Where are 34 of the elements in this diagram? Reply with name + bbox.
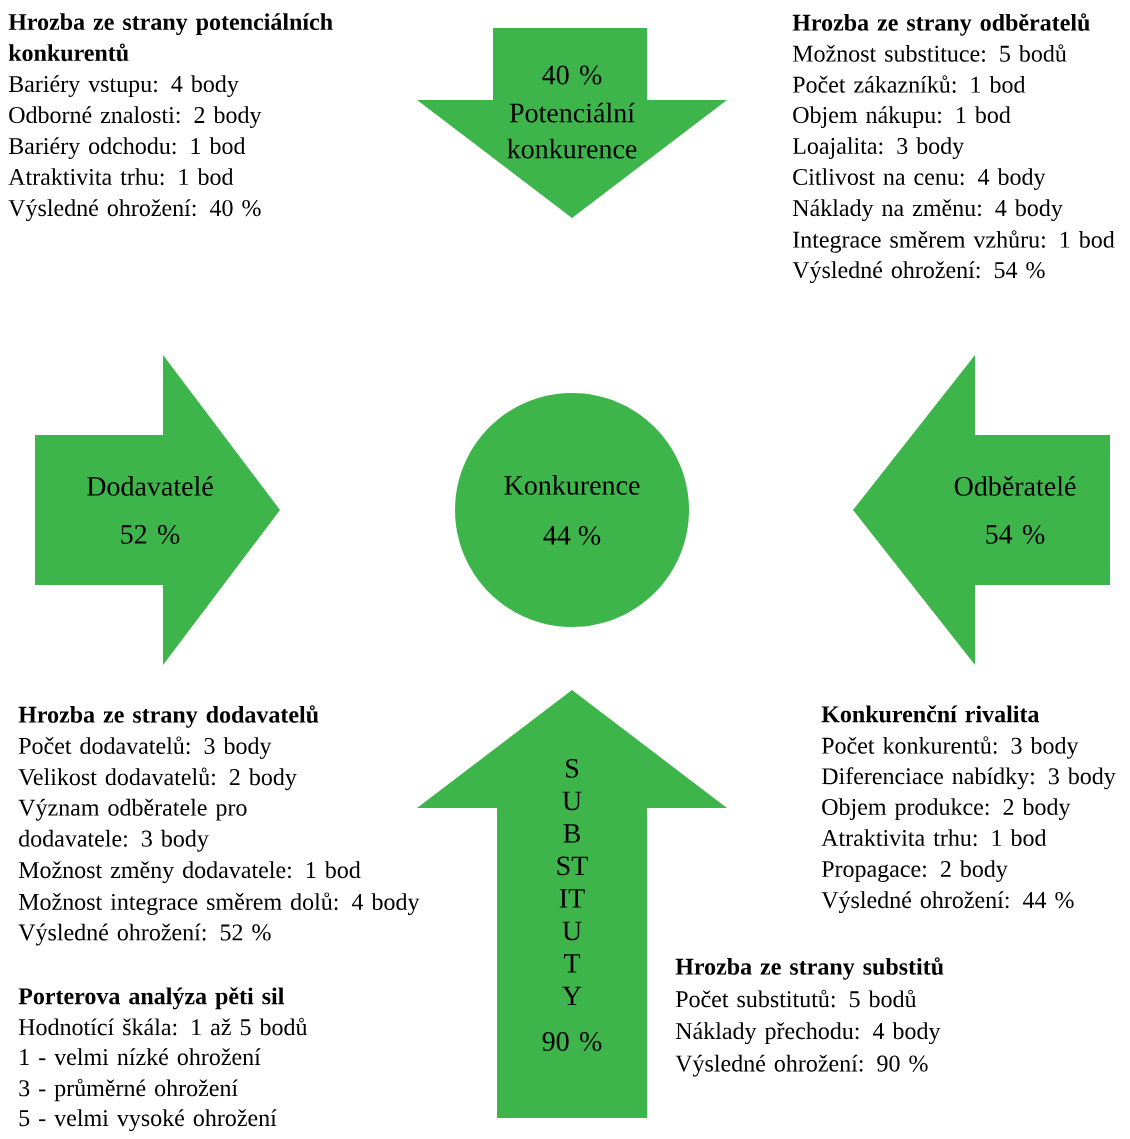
score-line: Možnost integrace směrem dolů: 4 body (18, 892, 420, 915)
score-line: Možnost změny dodavatele: 1 bod (18, 861, 361, 884)
score-line: Výsledné ohrožení: 44 % (821, 891, 1074, 914)
score-line: Náklady na změnu: 4 body (792, 199, 1063, 222)
score-line: Výsledné ohrožení: 40 % (8, 199, 261, 222)
score-line: Atraktivita trhu: 1 bod (821, 829, 1047, 847)
score-line: 5 - velmi vysoké ohrožení (19, 1109, 277, 1132)
score-line: Integrace směrem vzhůru: 1 bod (793, 230, 1115, 253)
score-line: Atraktivita trhu: 1 bod (8, 168, 234, 186)
score-line: Objem produkce: 2 body (822, 798, 1071, 821)
score-line: Bariéry vstupu: 4 body (8, 75, 239, 98)
score-line: Výsledné ohrožení: 52 % (18, 923, 271, 946)
score-line: Možnost substituce: 5 bodů (792, 44, 1067, 62)
score-line: Počet konkurentů: 3 body (821, 736, 1079, 759)
section-heading: Hrozba ze strany odběratelů (792, 13, 1090, 36)
score-line: Bariéry odchodu: 1 bod (8, 137, 246, 160)
score-line: Význam odběratele pro dodavatele: 3 body (18, 798, 247, 852)
score-line: Výsledné ohrožení: 54 % (792, 261, 1045, 284)
score-line: Diferenciace nabídky: 3 body (821, 767, 1116, 790)
score-line: Hodnotící škála: 1 až 5 bodů (18, 1017, 308, 1036)
score-line: 1 - velmi nízké ohrožení (20, 1048, 261, 1066)
score-line: Propagace: 2 body (821, 860, 1008, 883)
section-heading: Hrozba ze strany potenciálních konkurentů (8, 13, 333, 62)
score-line: 3 - průměrné ohrožení (19, 1078, 238, 1102)
section-heading: Porterova analýza pěti sil (18, 987, 284, 1010)
score-line: Počet zákazníků: 1 bod (792, 75, 1026, 93)
score-line: Odborné znalosti: 2 body (9, 106, 262, 129)
score-line: Počet dodavatelů: 3 body (18, 736, 272, 759)
score-line: Citlivost na cenu: 4 body (793, 168, 1046, 191)
score-line: Velikost dodavatelů: 2 body (18, 767, 297, 791)
score-line: Loajalita: 3 body (792, 137, 965, 160)
score-line: Objem nákupu: 1 bod (793, 106, 1011, 128)
section-heading: Konkurenční rivalita (821, 705, 1040, 723)
section-heading: Hrozba ze strany dodavatelů (18, 705, 319, 728)
